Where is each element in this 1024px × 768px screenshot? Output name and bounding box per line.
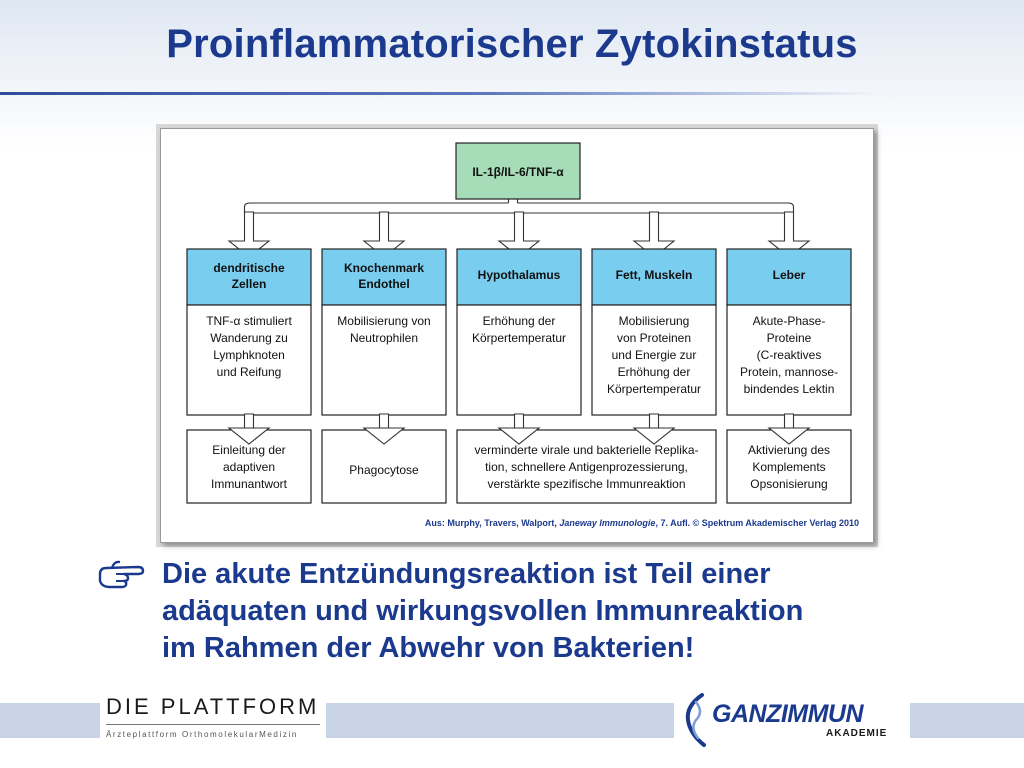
outcome-box-5 [726,429,852,504]
column-header-label: Fett, Muskeln [616,268,693,282]
distribution-pipe-outer [243,202,795,213]
column-effect-text: (C-reaktives [757,348,822,362]
column-effect-text: Mobilisierung [619,314,690,328]
outcome-text-merged: verstärkte spezifische Immunreaktion [487,477,685,491]
outcome-text: adaptiven [223,460,275,474]
column-effect-text: Akute-Phase- [753,314,826,328]
column-effect-text: Lymphknoten [213,348,285,362]
ganzimmun-logo: GANZIMMUN [712,700,864,729]
column-effect-text: TNF-α stimuliert [206,314,292,328]
bullet-line-2: adäquaten und wirkungsvollen Immunreakti… [162,595,804,627]
ganzimmun-logo-part1: GANZ [712,700,781,728]
column-effect-text: und Reifung [217,365,282,379]
bullet-statement: Die akute Entzündungsreaktion ist Teil e… [162,556,942,667]
die-plattform-logo: DIE PLATTFORM [106,694,320,719]
column-effect-box-5 [726,304,852,416]
column-effect-text: und Energie zur [612,348,697,362]
outcome-text: Phagocytose [349,463,419,477]
header-band [0,0,1024,150]
outcome-text: Opsonisierung [750,477,827,491]
logo-divider [106,724,320,725]
ganzimmun-helix-icon [685,693,706,747]
outcome-text: Immunantwort [211,477,288,491]
footer-logo-backdrop-left [100,693,326,745]
outcome-text: Einleitung der [212,443,285,457]
column-effect-text: Erhöhung der [483,314,556,328]
column-header-2 [321,248,447,306]
column-effect-box-1 [186,304,312,416]
outcome-text: Komplements [752,460,825,474]
column-effect-text: Erhöhung der [618,365,691,379]
outcome-arrowhead-3 [497,427,541,445]
column-header-1 [186,248,312,306]
column-effect-text: Wanderung zu [210,331,288,345]
die-plattform-tagline: Ärzteplattform OrthomolekularMedizin [106,730,298,739]
outcome-arrowhead-4 [632,427,676,445]
diagram-canvas: IL-1β/IL-6/TNF-α dendritischeZellenTNF-α … [186,142,852,504]
footer-logo-backdrop-right [674,690,910,750]
column-effect-text: Neutrophilen [350,331,418,345]
column-effect-text: von Proteinen [617,331,691,345]
column-header-4 [591,248,717,306]
ganzimmun-logo-part2: IMMUN [780,700,864,728]
title-underline [0,92,880,95]
outcome-text: Aktivierung des [748,443,830,457]
outcome-arrowhead-2 [362,427,406,445]
ganzimmun-akademie-label: AKADEMIE [826,728,888,739]
top-box-label: IL-1β/IL-6/TNF-α [472,165,564,179]
bullet-line-1: Die akute Entzündungsreaktion ist Teil e… [162,558,771,590]
slide-title: Proinflammatorischer Zytokinstatus [166,22,858,66]
outcome-box-merged [456,429,717,504]
column-header-label: Hypothalamus [478,268,561,282]
outcome-text-merged: tion, schnellere Antigenprozessierung, [485,460,688,474]
column-effect-box-2 [321,304,447,416]
top-cytokine-box [455,142,581,200]
column-effect-text: Proteine [767,331,812,345]
column-effect-box-3 [456,304,582,416]
column-effect-text: Körpertemperatur [607,382,701,396]
column-effect-box-4 [591,304,717,416]
column-header-label: Endothel [358,277,409,291]
outcome-arrowhead-1 [227,427,271,445]
citation-publisher: , 7. Aufl. © Spektrum Akademischer Verla… [655,518,859,528]
citation-book-title: Janeway Immunologie [559,518,656,528]
column-header-3 [456,248,582,306]
column-effect-text: Körpertemperatur [472,331,566,345]
column-effect-text: Protein, mannose- [740,365,838,379]
column-header-label: Leber [773,268,806,282]
outcome-text-merged: verminderte virale und bakterielle Repli… [474,443,698,457]
stem-fill [508,199,518,205]
column-header-label: Knochenmark [344,261,424,275]
pointing-hand-icon [98,560,145,589]
column-effect-text: Mobilisierung von [337,314,430,328]
outcome-arrowhead-5 [767,427,811,445]
bullet-line-3: im Rahmen der Abwehr von Bakterien! [162,632,695,664]
column-header-label: Zellen [232,277,267,291]
figure-citation: Aus: Murphy, Travers, Walport, Janeway I… [425,518,859,528]
column-header-label: dendritische [213,261,285,275]
citation-authors: Aus: Murphy, Travers, Walport, [424,518,560,528]
column-effect-text: bindendes Lektin [744,382,835,396]
